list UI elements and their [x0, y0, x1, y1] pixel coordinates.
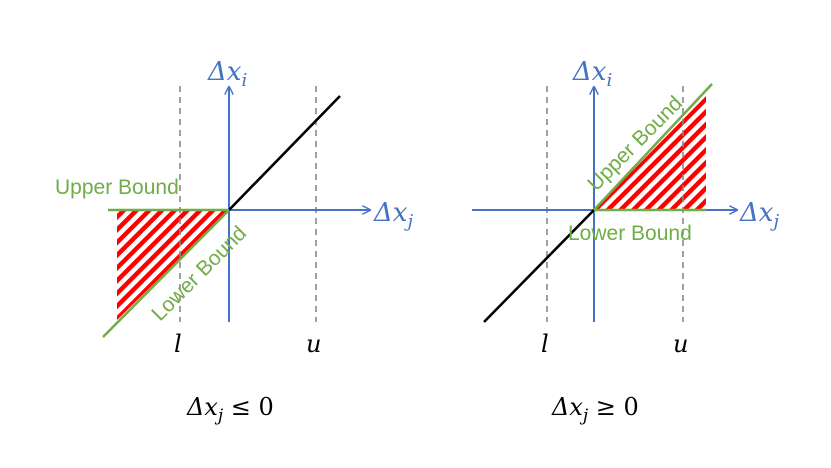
caption-left: Δxj ≤ 0: [186, 393, 274, 426]
lower-bound-label-right: Lower Bound: [568, 222, 692, 245]
x-axis-label-left: Δxj: [373, 198, 413, 232]
panel-left: Δxi Δxj Upper Bound Lower Bound l u Δxj …: [55, 57, 413, 426]
function-line-right: [483, 209, 595, 323]
tick-u-right: u: [673, 330, 688, 358]
lower-bound-line-left: [102, 209, 230, 338]
y-axis-label-right: Δxi: [572, 57, 612, 91]
upper-bound-line-right: [593, 83, 713, 211]
x-axis-label-right: Δxj: [739, 198, 779, 232]
panel-right: Δxi Δxj Upper Bound Lower Bound l u Δxj …: [472, 57, 779, 426]
tick-u-left: u: [306, 330, 321, 358]
tick-l-right: l: [541, 330, 549, 358]
y-axis-label-left: Δxi: [207, 57, 247, 91]
upper-bound-label-left: Upper Bound: [55, 176, 179, 199]
caption-right: Δxj ≥ 0: [551, 393, 639, 426]
function-line-left: [228, 95, 341, 211]
tick-l-left: l: [174, 330, 182, 358]
